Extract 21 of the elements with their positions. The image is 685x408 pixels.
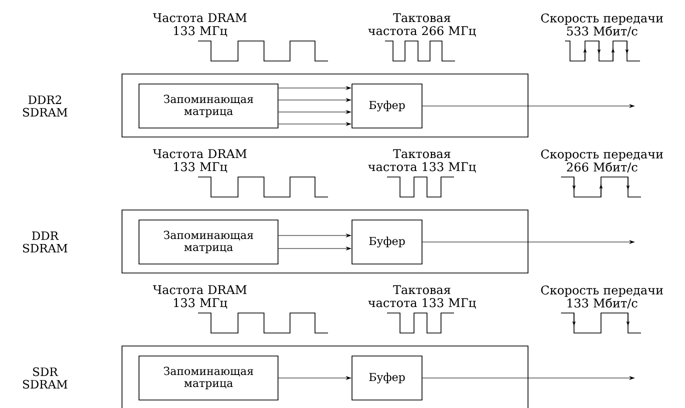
signal-label: Скорость передачи 533 Мбит/с [541, 14, 663, 37]
module-label: DDR2 SDRAM [23, 95, 68, 117]
signal-label: Тактовая частота 133 МГц [368, 149, 476, 173]
module-box [122, 210, 528, 274]
memory-array-box: Запоминающая матрица [138, 220, 278, 264]
buffer-box: Буфер [352, 84, 422, 128]
memory-array-box: Запоминающая матрица [138, 356, 278, 400]
module-label: DDR SDRAM [23, 232, 68, 253]
signal-label: Скорость передачи 133 Мбит/с [541, 286, 663, 309]
module-box [122, 74, 528, 138]
signal-label: Тактовая частота 133 МГц [368, 285, 476, 309]
module-box [122, 346, 528, 408]
signal-label: Частота DRAM 133 МГц [152, 149, 247, 173]
module-label: SDR SDRAM [23, 367, 68, 389]
signal-label: Скорость передачи 266 Мбит/с [541, 150, 663, 173]
buffer-box: Буфер [352, 220, 422, 264]
memory-array-box: Запоминающая матрица [138, 84, 278, 128]
buffer-box: Буфер [352, 356, 422, 400]
signal-label: Частота DRAM 133 МГц [152, 13, 247, 37]
signal-label: Частота DRAM 133 МГц [152, 285, 247, 309]
signal-label: Тактовая частота 266 МГц [368, 13, 476, 37]
